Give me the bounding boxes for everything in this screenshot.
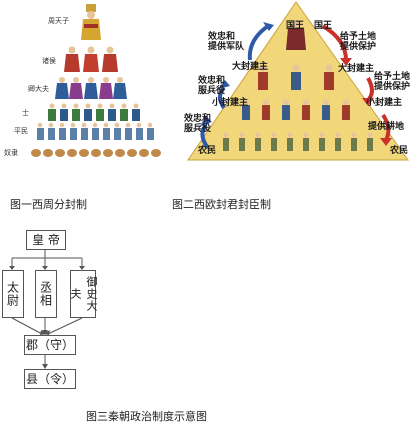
grant-arrowheads — [340, 58, 392, 146]
label-peasant-right: 农民 — [390, 146, 409, 156]
label-king-right: 国王 — [314, 21, 333, 31]
caption-figure3: 图三秦朝政治制度示意图 — [86, 410, 207, 423]
box-jun: 郡（守） — [24, 335, 76, 355]
label-small-lord-left: 小封建主 — [212, 98, 249, 108]
great-lords-figures — [258, 64, 334, 90]
commoners-row — [37, 122, 154, 140]
rank-label-tianzi: 周天子 — [48, 17, 69, 25]
label-loyal-military: 效忠和 提供军队 — [208, 32, 245, 52]
rank-label-shi: 士 — [22, 109, 29, 117]
label-grant-protect-mid: 给予土地 提供保护 — [374, 72, 411, 92]
label-loyal-service-low: 效忠和 服兵役 — [184, 114, 212, 134]
king-figure — [286, 20, 306, 50]
box-yushi-dafu: 御史大夫 — [69, 270, 98, 318]
figure-zhou-fengfen: 周天子 诸侯 卿大夫 士 平民 奴隶 — [0, 0, 165, 175]
rank-label-nuli: 奴隶 — [4, 149, 18, 157]
box-xian: 县（令） — [24, 369, 76, 389]
rank-label-zhuhou: 诸侯 — [42, 57, 56, 65]
zhou-hierarchy-illustration — [31, 4, 161, 157]
rank-label-pingmin: 平民 — [14, 127, 28, 135]
figure-west-europe-feudal: 国王 国王 效忠和 提供军队 给予土地 提供保护 大封建主 大封建主 效忠和 服… — [168, 0, 415, 175]
caption-figure2: 图二西欧封君封臣制 — [172, 198, 271, 211]
box-chengxiang: 丞相 — [35, 270, 57, 318]
warriors-row — [48, 103, 140, 121]
label-king-left: 国王 — [286, 21, 305, 31]
rank-label-qingdafu: 卿大夫 — [28, 85, 49, 93]
label-great-lord-right: 大封建主 — [338, 64, 375, 74]
ministers-row — [55, 77, 127, 99]
label-peasant-left: 农民 — [198, 146, 217, 156]
qin-connector-lines — [9, 250, 85, 369]
figure-qin-system: 皇 帝 太尉 丞相 御史大夫 郡（守） 县（令） — [0, 222, 140, 402]
label-grant-protect-top: 给予土地 提供保护 — [340, 32, 377, 52]
small-lords-figures — [242, 99, 350, 120]
loyalty-arrows — [200, 24, 270, 150]
box-emperor: 皇 帝 — [26, 230, 66, 250]
peasants-figures — [223, 132, 373, 151]
label-loyal-service-mid: 效忠和 服兵役 — [198, 76, 226, 96]
feudal-pyramid-illustration — [187, 1, 409, 161]
box-taiwei: 太尉 — [2, 270, 24, 318]
slaves-row — [31, 149, 161, 157]
label-provide-farmland: 提供耕地 — [368, 122, 405, 132]
label-great-lord-left: 大封建主 — [232, 62, 269, 72]
nobles-row — [64, 46, 118, 72]
loyalty-arrowheads — [200, 22, 274, 126]
label-small-lord-right: 小封建主 — [366, 98, 403, 108]
caption-figure1: 图一西周分封制 — [10, 198, 87, 211]
emperor-figure — [81, 4, 101, 40]
